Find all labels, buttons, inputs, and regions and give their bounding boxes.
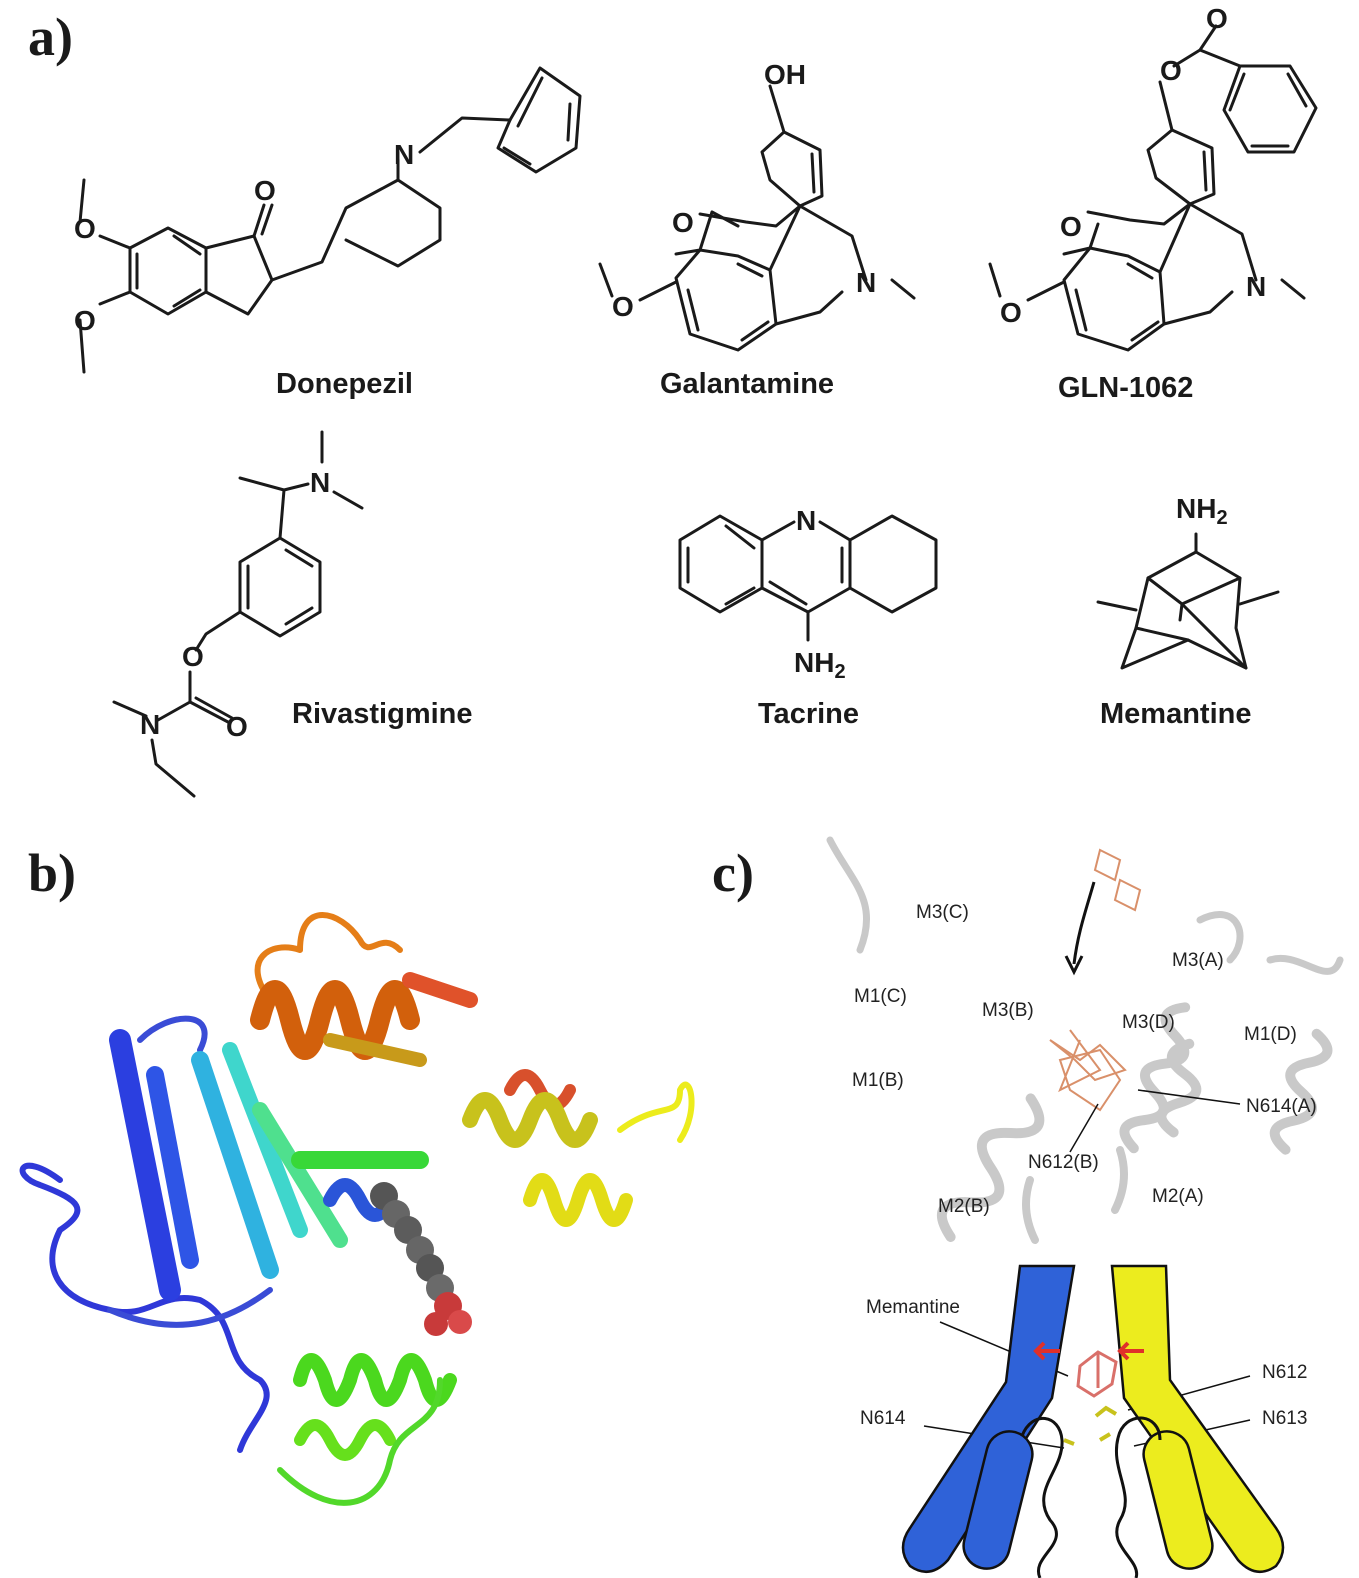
rivastigmine-carbonyl-o: O	[226, 711, 248, 742]
panel-c-label: c)	[712, 843, 754, 903]
yellow-helix-short	[1142, 1430, 1214, 1570]
donepezil-ketone-o: O	[254, 175, 276, 206]
red-arrow-right	[1117, 1341, 1144, 1361]
blue-loop-tail	[1020, 1417, 1064, 1578]
red-sheet	[402, 972, 478, 1008]
donepezil-structure: O N O O	[74, 66, 582, 374]
donepezil-n: N	[394, 139, 414, 170]
entry-arrow	[1072, 881, 1096, 965]
yellow-helix-1	[462, 1092, 598, 1148]
teal-sheet-3	[252, 1102, 348, 1248]
galantamine-name: Galantamine	[660, 368, 835, 400]
galantamine-ring-o: O	[672, 207, 694, 238]
rivastigmine-name: Rivastigmine	[292, 698, 473, 730]
label-m3c: M3(C)	[916, 902, 969, 923]
green-helix-2	[294, 1419, 396, 1461]
label-n613: N613	[1262, 1408, 1307, 1429]
panel-b-label: b)	[28, 843, 77, 903]
tacrine-name: Tacrine	[758, 698, 860, 730]
label-m1b: M1(B)	[852, 1070, 904, 1091]
label-n612b: N612(B)	[1028, 1152, 1099, 1173]
donepezil-o1: O	[74, 213, 96, 244]
helix-ribbons	[826, 836, 1344, 1244]
rivastigmine-ester-o: O	[182, 641, 204, 672]
memantine-structure: NH2	[1096, 493, 1280, 670]
cyan-sheet-2	[222, 1042, 308, 1238]
callout-lines	[923, 1089, 1251, 1449]
label-m1d: M1(D)	[1244, 1024, 1297, 1045]
gln-ring-o: O	[1060, 211, 1082, 242]
blue-sheet-1	[109, 1029, 181, 1301]
red-arrow-left	[1033, 1341, 1060, 1361]
blue-loop-2	[107, 1015, 273, 1328]
panel-a-label: a)	[28, 7, 73, 67]
memantine-nh2: NH2	[1176, 493, 1228, 529]
gln-1062-structure: O O O N O	[988, 3, 1318, 352]
label-m2a: M2(A)	[1152, 1186, 1204, 1207]
gln-ester-o: O	[1160, 55, 1182, 86]
orange-sheet	[323, 1033, 427, 1067]
label-n614a: N614(A)	[1246, 1096, 1317, 1117]
yellow-helix-bar	[1110, 1264, 1285, 1573]
green-helix-1	[293, 1353, 457, 1407]
cyan-sheet-1	[191, 1051, 279, 1279]
entry-arrowhead	[1064, 955, 1084, 976]
memantine-name: Memantine	[1100, 698, 1252, 730]
ligand-cloud	[1049, 848, 1142, 1112]
blue-helix-bar	[901, 1264, 1076, 1573]
label-m3a: M3(A)	[1172, 950, 1224, 971]
yellow-loop-tail	[1115, 1416, 1162, 1578]
galantamine-methoxy-o: O	[612, 291, 634, 322]
rivastigmine-amine-n: N	[310, 467, 330, 498]
label-memantine: Memantine	[866, 1297, 960, 1318]
donepezil-name: Donepezil	[276, 368, 413, 400]
panel-a-structures: O N O O OH O N O O O O N O	[74, 3, 1318, 798]
yellow-helix-2	[523, 1173, 633, 1227]
orange-helix	[250, 980, 420, 1060]
label-m1c: M1(C)	[854, 986, 907, 1007]
red-helix	[504, 1069, 576, 1111]
blue-helix-short	[962, 1430, 1034, 1570]
memantine-glyph	[1076, 1350, 1118, 1398]
ligand-spheres	[370, 1182, 472, 1336]
yellow-loop	[617, 1081, 695, 1143]
gln-methoxy-o: O	[1000, 297, 1022, 328]
blue-helix-center	[323, 1178, 397, 1222]
donepezil-o2: O	[74, 305, 96, 336]
blue-sheet-2	[146, 1066, 199, 1269]
gln-1062-name: GLN-1062	[1058, 372, 1194, 404]
tacrine-nh2: NH2	[794, 647, 846, 683]
tacrine-structure: N NH2	[678, 505, 938, 683]
gln-carbonyl-o: O	[1206, 3, 1228, 34]
gln-n: N	[1246, 271, 1266, 302]
rivastigmine-carbamate-n: N	[140, 709, 160, 740]
galantamine-oh: OH	[764, 59, 806, 90]
label-m3b: M3(B)	[982, 1000, 1034, 1021]
label-n612: N612	[1262, 1362, 1307, 1383]
galantamine-structure: OH O N O	[598, 59, 916, 352]
tacrine-n: N	[796, 505, 816, 536]
label-m3d: M3(D)	[1122, 1012, 1175, 1033]
label-n614: N614	[860, 1408, 906, 1429]
galantamine-n: N	[856, 267, 876, 298]
rivastigmine-structure: N O O N	[112, 430, 364, 798]
green-loop	[277, 1377, 443, 1506]
asn-sidechains	[1063, 1405, 1118, 1446]
label-m2b: M2(B)	[938, 1196, 990, 1217]
schematic	[901, 1264, 1285, 1578]
orange-loop	[254, 912, 403, 1003]
